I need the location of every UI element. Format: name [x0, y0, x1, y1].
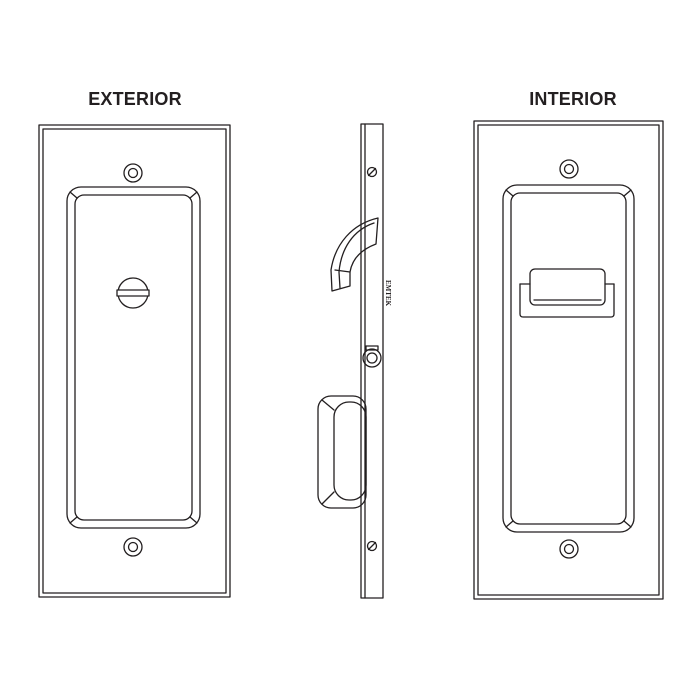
hook-bolt-icon: [330, 217, 379, 292]
latch-cylinder-icon: [362, 345, 382, 368]
faceplate-bottom-screw-icon: [366, 540, 378, 552]
exterior-plate-outer-edge: [38, 124, 231, 598]
emergency-release-slot-icon: [116, 277, 150, 309]
exterior-plate-inner-edge: [42, 128, 227, 594]
interior-bottom-screw-icon: [559, 539, 579, 559]
interior-label: INTERIOR: [529, 89, 617, 109]
interior-plate-outer-edge: [473, 120, 664, 600]
faceplate-top-screw-icon: [366, 166, 378, 178]
side-profile-mortise: [317, 123, 384, 599]
interior-recessed-cup: [502, 184, 635, 533]
side-edge-pull-icon: [317, 395, 367, 509]
interior-top-screw-icon: [559, 159, 579, 179]
exterior-plate: [38, 124, 231, 598]
faceplate-edge: [360, 123, 384, 599]
exterior-bottom-screw-icon: [123, 537, 143, 557]
exterior-top-screw-icon: [123, 163, 143, 183]
brand-stamp: EMTEK: [384, 280, 392, 307]
interior-plate-inner-edge: [477, 124, 660, 596]
privacy-turn-lever-icon: [519, 268, 615, 318]
exterior-label: EXTERIOR: [88, 89, 182, 109]
interior-plate: [473, 120, 664, 600]
exterior-recessed-cup: [66, 186, 201, 529]
